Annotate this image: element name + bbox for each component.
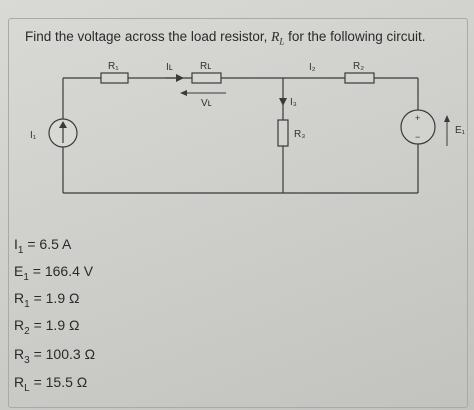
question-variable-subscript: L	[279, 36, 285, 47]
e1-arrow-head	[444, 115, 450, 122]
resistor-r2	[344, 72, 375, 84]
question-variable: R	[271, 29, 280, 44]
given-value: = 15.5 Ω	[29, 374, 88, 390]
worksheet-border	[8, 18, 468, 408]
label-il: Iʟ	[166, 62, 173, 73]
given-r2: R2 = 1.9 Ω	[14, 317, 79, 337]
given-subscript: 1	[23, 271, 29, 283]
given-symbol: E	[14, 263, 24, 279]
given-r1: R1 = 1.9 Ω	[14, 290, 79, 310]
given-subscript: 1	[24, 298, 30, 310]
vl-arrow-head	[180, 90, 187, 96]
given-value: = 166.4 V	[28, 263, 94, 279]
label-minus: −	[415, 132, 420, 142]
given-r3: R3 = 100.3 Ω	[14, 346, 95, 366]
label-r1: R₁	[108, 61, 119, 72]
given-value: = 100.3 Ω	[29, 346, 96, 362]
i3-arrow-head	[279, 98, 287, 106]
question-prefix: Find the voltage across the load resisto…	[25, 29, 272, 44]
given-symbol: I	[14, 236, 18, 252]
given-subscript: 2	[24, 325, 30, 337]
il-arrow-head	[176, 74, 184, 82]
label-r2: R₂	[353, 61, 364, 72]
resistor-rl	[191, 72, 222, 84]
label-r3: R₃	[294, 129, 305, 140]
label-rl: Rʟ	[200, 61, 211, 72]
given-symbol: R	[14, 374, 25, 390]
given-symbol: R	[14, 317, 25, 333]
given-subscript: 3	[24, 354, 30, 366]
given-i1: I1 = 6.5 A	[14, 236, 71, 256]
given-subscript: 1	[17, 244, 24, 256]
label-vl: Vʟ	[201, 98, 212, 109]
label-i2: I₂	[309, 62, 316, 73]
given-value: = 6.5 A	[23, 236, 72, 252]
question-suffix: for the following circuit.	[284, 29, 426, 44]
given-subscript: L	[24, 382, 30, 394]
label-e1: E₁	[455, 125, 466, 136]
given-symbol: R	[14, 290, 25, 306]
given-symbol: R	[14, 346, 25, 362]
label-i3: I₃	[290, 97, 297, 108]
given-rl: RL = 15.5 Ω	[14, 374, 87, 394]
current-source-arrow-head	[59, 121, 67, 128]
resistor-r1	[100, 72, 129, 84]
given-e1: E1 = 166.4 V	[14, 263, 93, 283]
question-text: Find the voltage across the load resisto…	[25, 29, 425, 47]
given-value: = 1.9 Ω	[29, 290, 80, 306]
given-value: = 1.9 Ω	[29, 317, 80, 333]
voltage-source-e1	[400, 109, 436, 145]
resistor-r3	[277, 119, 289, 147]
label-plus: +	[415, 113, 420, 123]
label-i1: I₁	[30, 130, 37, 141]
